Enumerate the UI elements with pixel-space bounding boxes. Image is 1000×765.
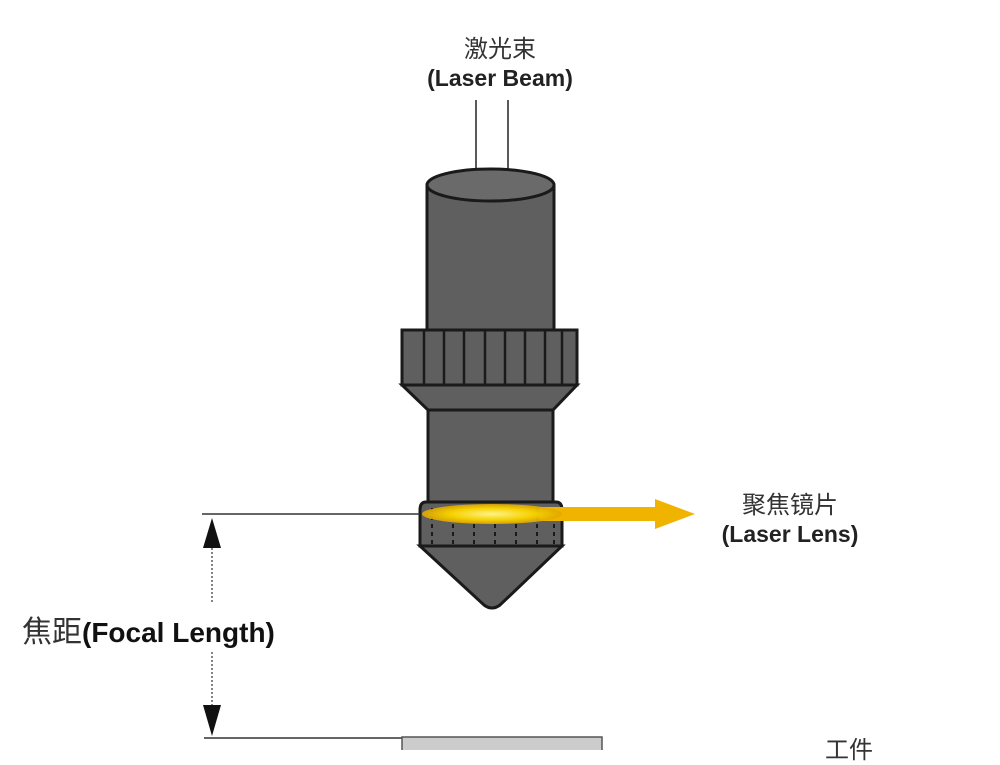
focal-length-label: 焦距(Focal Length) (22, 607, 275, 651)
workpiece (401, 736, 603, 750)
laser-beam-label: 激光束 (Laser Beam) (390, 34, 610, 92)
laser-beam-label-en: (Laser Beam) (427, 65, 573, 91)
focal-length-dimension (202, 513, 420, 739)
knurled-nut (398, 328, 581, 412)
lens-arrow (422, 499, 695, 529)
lens-glow (422, 504, 562, 524)
laser-lens-label-cn: 聚焦镜片 (742, 491, 838, 519)
upper-tube (425, 167, 556, 337)
lower-tube (426, 408, 555, 507)
workpiece-label: 工件 (825, 736, 873, 764)
focal-length-label-en: (Focal Length) (82, 617, 275, 648)
laser-lens-label-en: (Laser Lens) (721, 521, 859, 547)
laser-beam-label-cn: 激光束 (464, 35, 536, 63)
laser-lens-label: 聚焦镜片 (Laser Lens) (690, 490, 890, 548)
focal-length-label-cn: 焦距 (22, 615, 82, 650)
